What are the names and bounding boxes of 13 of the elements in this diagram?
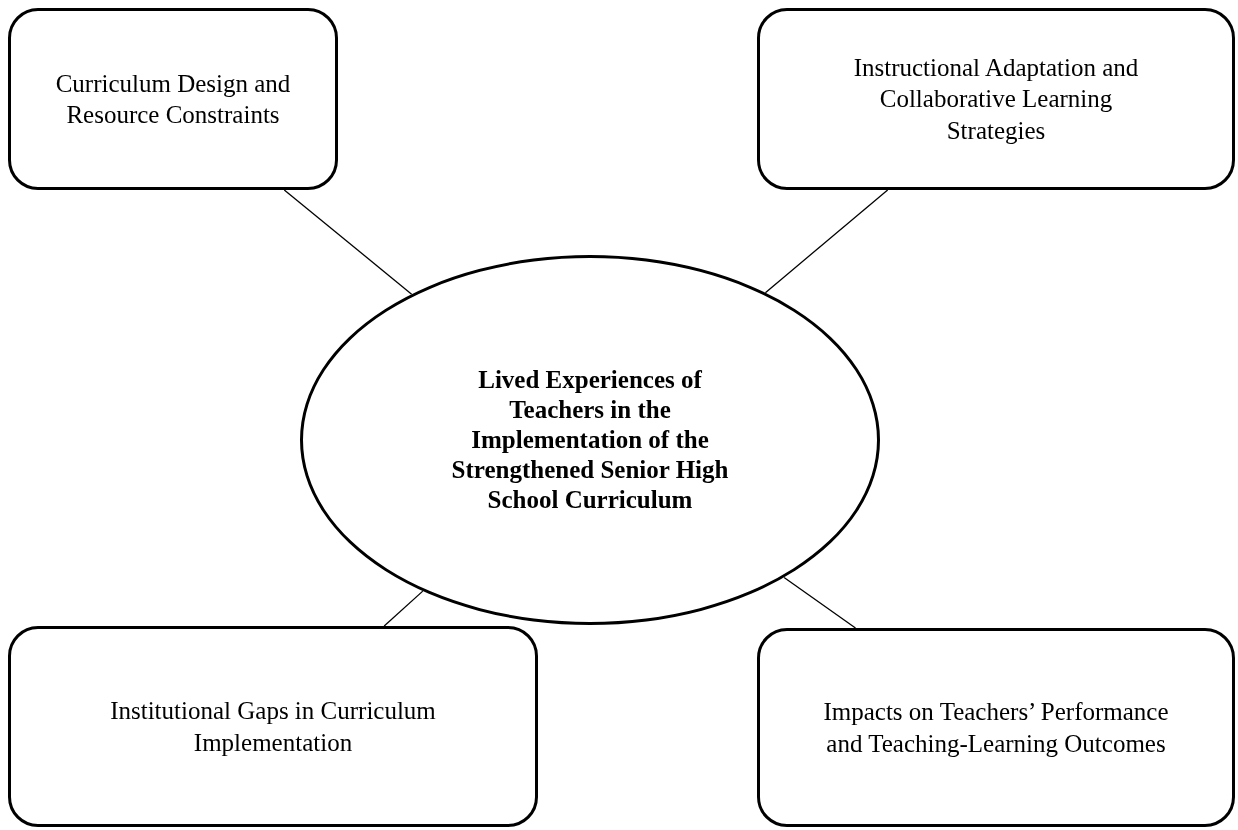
theme-text: Instructional Adaptation and Collaborative Learning Strategies [852, 53, 1140, 146]
connector-line [383, 590, 424, 627]
theme-text: Curriculum Design and Resource Constraints [54, 68, 292, 130]
rounded-box [8, 626, 538, 827]
central-title: Lived Experiences of Teachers in the Implementation of the Strengthened Senior High School Curriculum [450, 365, 730, 515]
connector-line [783, 576, 857, 629]
theme-text: Impacts on Teachers’ Performance and Teaching-Learning Outcomes [822, 697, 1170, 759]
theme-text: Institutional Gaps in Curriculum Implementation [109, 696, 437, 758]
rounded-box [757, 8, 1235, 190]
rounded-box [757, 628, 1235, 827]
rounded-box [8, 8, 338, 190]
connector-line [764, 189, 889, 294]
connector-line [283, 189, 413, 295]
